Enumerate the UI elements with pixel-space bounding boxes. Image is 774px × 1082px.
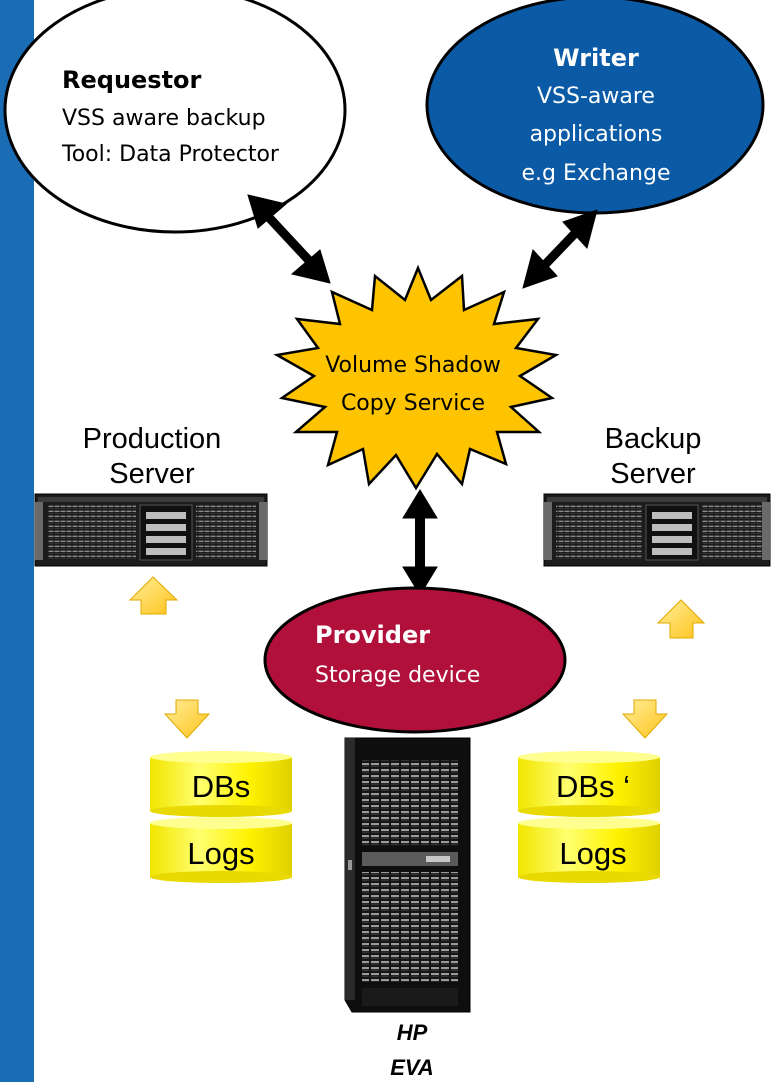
writer-line3: e.g Exchange [522,161,671,186]
vss-starburst: Volume Shadow Copy Service [273,264,560,491]
double-arrow-icon [402,489,438,596]
writer-line1: VSS-aware [537,84,655,109]
writer-node: Writer VSS-aware applications e.g Exchan… [425,0,765,215]
vss-line2: Copy Service [341,391,485,416]
vss-line1: Volume Shadow [325,353,501,378]
left-db-label: DBs [192,769,251,804]
right-db-label: DBs ‘ [556,769,630,804]
starburst-icon [273,264,560,491]
down-arrow-icon [621,699,669,739]
writer-title: Writer [553,44,639,72]
up-arrow-icon [128,576,179,615]
production-label-line2: Server [109,458,195,490]
down-arrow-icon [163,699,211,739]
storage-rack-icon [344,737,471,1013]
production-server-label: Production Server [83,423,222,490]
requestor-node: Requestor VSS aware backup Tool: Data Pr… [3,0,347,234]
eva-label-line1: HP [397,1020,428,1045]
provider-line1: Storage device [315,663,480,688]
requestor-title: Requestor [62,66,202,94]
writer-line2: applications [530,122,663,147]
backup-label-line2: Server [610,458,696,490]
double-arrow-icon [247,194,331,284]
eva-label-line2: EVA [390,1055,434,1080]
production-label-line1: Production [83,423,222,455]
server-icon [543,493,771,567]
database-cylinder-icon: Logs [150,817,292,883]
provider-title: Provider [315,621,430,649]
left-log-label: Logs [187,836,254,871]
right-log-label: Logs [559,836,626,871]
provider-node: Provider Storage device [263,586,567,734]
backup-server-label: Backup Server [605,423,702,490]
left-sidebar [0,0,34,1082]
requestor-line1: VSS aware backup [62,106,266,131]
up-arrow-icon [656,599,706,639]
database-cylinder-icon: DBs [150,751,292,817]
database-cylinder-icon: DBs ‘ [518,751,660,817]
backup-label-line1: Backup [605,423,702,455]
server-icon [34,493,268,567]
requestor-line2: Tool: Data Protector [61,142,280,167]
double-arrow-icon [522,209,598,289]
database-cylinder-icon: Logs [518,817,660,883]
